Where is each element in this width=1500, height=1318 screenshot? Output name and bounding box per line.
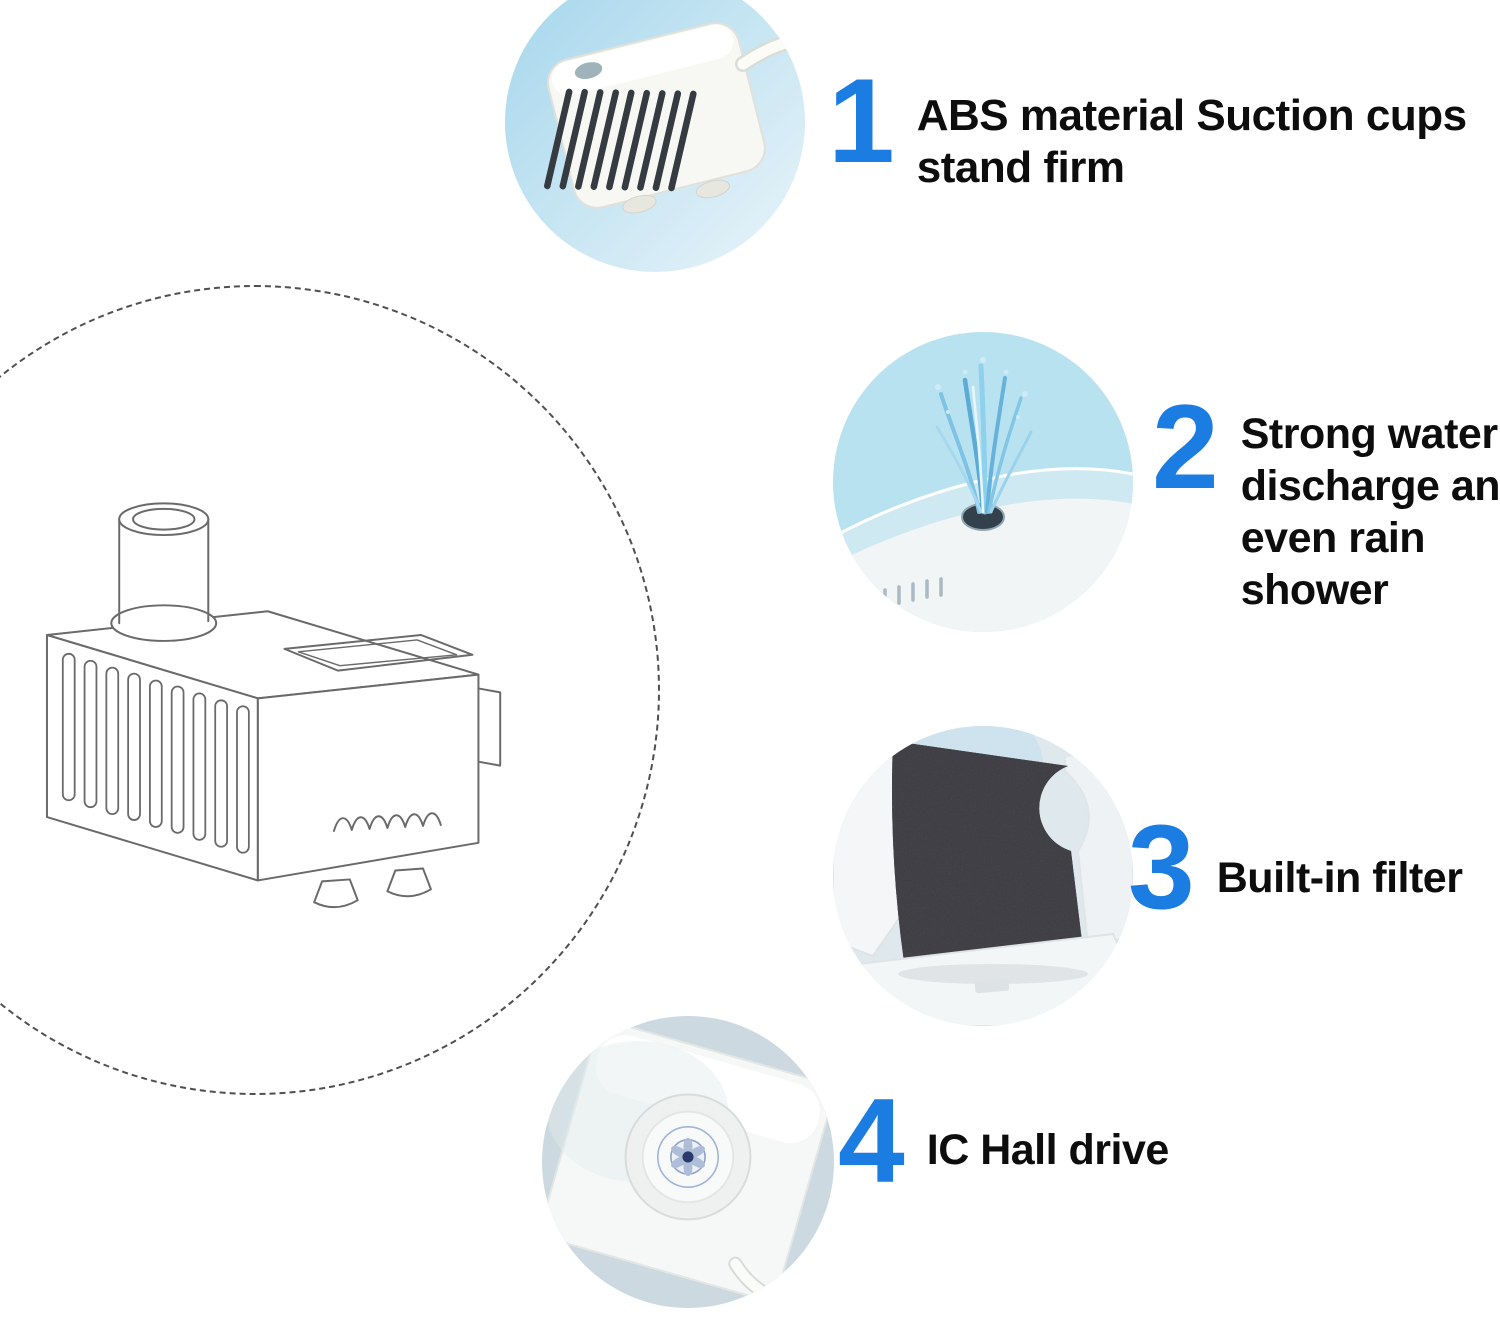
feature-callout-2: 2 Strong water discharge and even rain s… (1152, 380, 1500, 616)
pump-line-drawing (45, 502, 502, 909)
feature-photo-impeller (542, 1016, 834, 1308)
feature-number-2: 2 (1152, 380, 1219, 514)
feature-label-4: IC Hall drive (926, 1126, 1170, 1174)
feature-photo-suction-cups (505, 0, 805, 272)
feature-number-4: 4 (838, 1074, 905, 1208)
feature-label-2: Strong water discharge and even rain sho… (1240, 410, 1500, 615)
feature-label-1: ABS material Suction cups stand firm (916, 91, 1467, 192)
feature-photo-filter-sponge (833, 726, 1133, 1026)
feature-callout-3: 3 Built-in filter (1128, 800, 1463, 934)
feature-label-3: Built-in filter (1216, 854, 1463, 902)
feature-number-1: 1 (828, 54, 895, 188)
feature-number-3: 3 (1128, 800, 1195, 934)
feature-callout-4: 4 IC Hall drive (838, 1074, 1170, 1208)
feature-callout-1: 1 ABS material Suction cups stand firm (828, 54, 1500, 194)
feature-photo-water-discharge (833, 332, 1133, 632)
